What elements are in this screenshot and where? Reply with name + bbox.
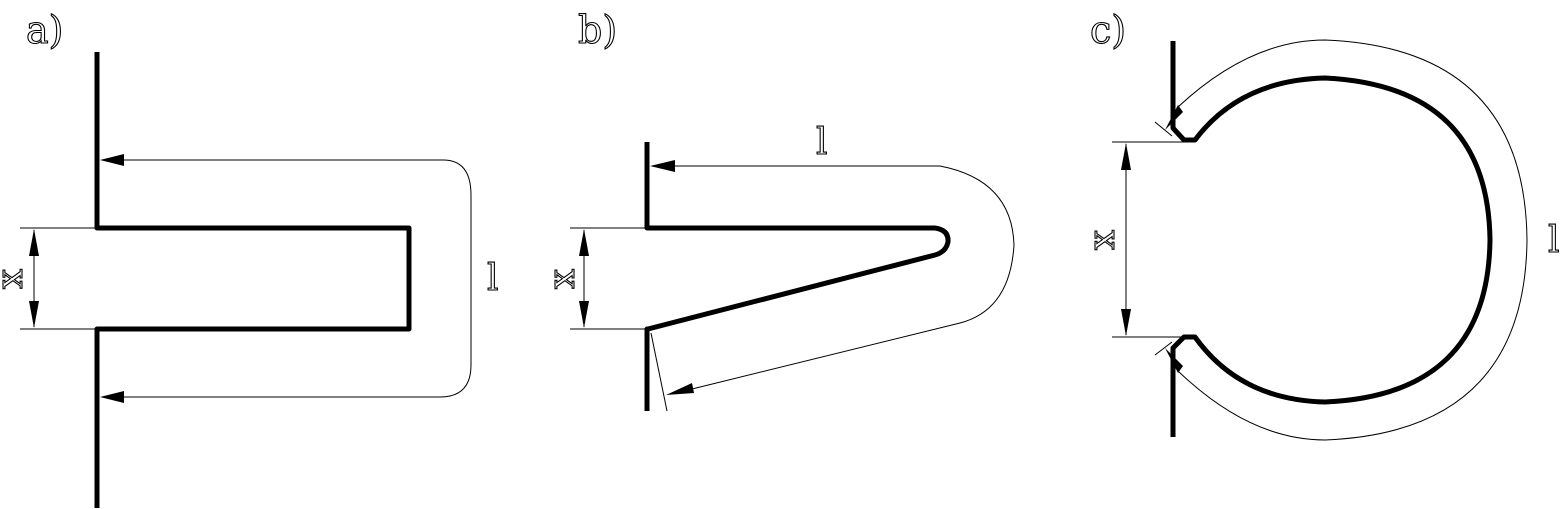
- panel-c: c) x l: [1081, 7, 1560, 441]
- arrow-up-icon: [29, 229, 39, 256]
- panel-c-l-label: l: [1548, 220, 1560, 261]
- panel-b-length-path: [675, 165, 1015, 390]
- panel-a-wall-top: [94, 52, 412, 508]
- panel-b-x-label: x: [542, 269, 583, 289]
- arrow-icon: [1165, 348, 1183, 373]
- arrow-left-icon: [650, 160, 675, 172]
- arrow-up-icon: [579, 229, 589, 256]
- panel-b-ext-line-slant: [650, 332, 668, 412]
- panel-c-label: c): [1090, 8, 1126, 52]
- panel-a-length-path: [124, 159, 472, 398]
- panel-c-length-path: [1177, 39, 1528, 441]
- panel-c-ext-slant-top: [1154, 121, 1173, 137]
- panel-b-l-label: l: [816, 122, 828, 163]
- panel-c-ext-slant-bottom: [1154, 341, 1173, 356]
- arrow-down-icon: [1121, 309, 1131, 336]
- arrow-left-icon: [100, 154, 124, 166]
- panel-a-label: a): [26, 8, 63, 52]
- arrow-up-icon: [1121, 143, 1131, 170]
- arrow-icon: [1165, 105, 1183, 130]
- panel-b-label: b): [578, 8, 617, 52]
- arrow-left-icon: [666, 383, 694, 395]
- panel-a: a) x l: [0, 7, 499, 508]
- arrow-down-icon: [579, 301, 589, 328]
- panel-b-wall: [644, 142, 951, 411]
- panel-c-wall-top: [1170, 41, 1493, 437]
- panel-a-x-label: x: [0, 269, 31, 289]
- panel-c-x-label: x: [1082, 230, 1123, 250]
- arrow-left-icon: [100, 391, 124, 403]
- panel-a-l-label: l: [487, 258, 499, 299]
- arrow-down-icon: [29, 301, 39, 328]
- panel-b: b) x l: [541, 7, 1015, 412]
